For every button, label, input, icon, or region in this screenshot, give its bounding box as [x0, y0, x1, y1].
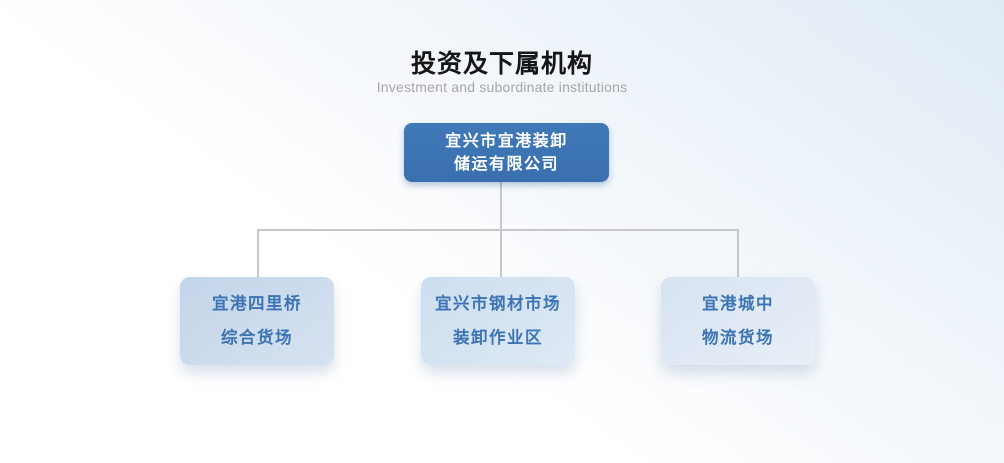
- connector-horizontal: [257, 229, 739, 231]
- org-node-child-1: 宜港四里桥 综合货场: [180, 277, 334, 365]
- connector-mid-drop: [500, 229, 502, 278]
- connector-root-drop: [500, 181, 502, 229]
- org-node-child-1-label-line2: 综合货场: [221, 329, 293, 347]
- org-node-child-2-label-line2: 装卸作业区: [453, 329, 543, 347]
- page-subtitle: Investment and subordinate institutions: [376, 79, 628, 95]
- org-node-child-3-label-line1: 宜港城中: [702, 295, 774, 313]
- org-node-child-1-label-line1: 宜港四里桥: [212, 295, 302, 313]
- org-node-root: 宜兴市宜港装卸 储运有限公司: [404, 123, 609, 182]
- org-node-child-2-label-line1: 宜兴市钢材市场: [435, 295, 561, 313]
- connector-right-drop: [737, 229, 739, 278]
- org-node-root-label-line1: 宜兴市宜港装卸: [445, 132, 568, 150]
- org-node-child-2: 宜兴市钢材市场 装卸作业区: [421, 277, 575, 365]
- page-title: 投资及下属机构: [410, 50, 593, 78]
- org-node-child-3-label-line2: 物流货场: [702, 329, 774, 347]
- org-node-root-label-line2: 储运有限公司: [453, 155, 559, 173]
- org-node-child-3: 宜港城中 物流货场: [661, 277, 815, 365]
- connector-left-drop: [257, 229, 259, 278]
